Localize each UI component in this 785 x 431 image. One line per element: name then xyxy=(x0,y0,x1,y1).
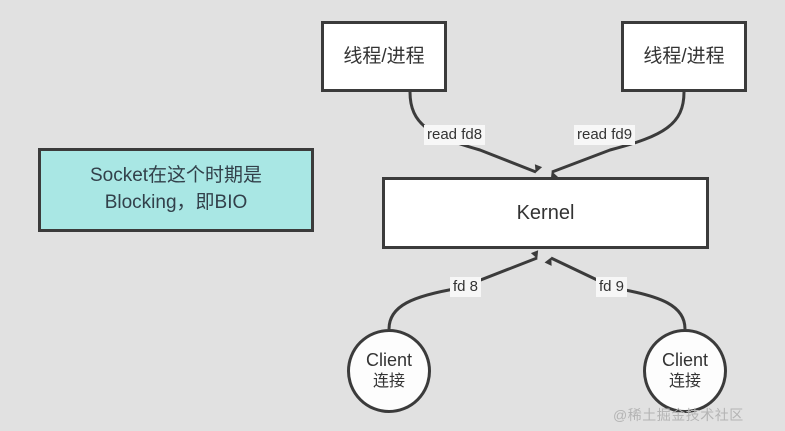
blocking-note-text: Socket在这个时期是 Blocking，即BIO xyxy=(90,163,262,217)
blocking-note-line-2: Blocking，即BIO xyxy=(104,192,248,213)
blocking-note-box: Socket在这个时期是 Blocking，即BIO xyxy=(38,148,314,232)
client-node-left[interactable]: Client 连接 xyxy=(347,329,431,413)
client-node-right[interactable]: Client 连接 xyxy=(643,329,727,413)
client-node-right-label-en: Client xyxy=(661,350,709,371)
blocking-note-line-1: Socket在这个时期是 xyxy=(89,165,263,187)
kernel-node-label: Kernel xyxy=(516,201,575,224)
client-node-left-label-cn: 连接 xyxy=(372,373,405,391)
process-node-right[interactable]: 线程/进程 xyxy=(621,21,747,92)
client-node-right-label-cn: 连接 xyxy=(668,373,701,391)
edge-label-read-fd8: read fd8 xyxy=(424,125,486,145)
process-node-left[interactable]: 线程/进程 xyxy=(321,21,447,92)
edge-label-read-fd9: read fd9 xyxy=(574,125,636,145)
watermark: @稀土掘金技术社区 xyxy=(613,407,744,423)
connector-read-fd9 xyxy=(550,91,686,180)
client-node-left-label-en: Client xyxy=(365,350,413,371)
process-node-left-label: 线程/进程 xyxy=(343,45,425,67)
process-node-right-label: 线程/进程 xyxy=(643,45,725,67)
edge-label-fd8: fd 8 xyxy=(450,277,482,297)
edge-label-fd9: fd 9 xyxy=(596,277,628,297)
kernel-node[interactable]: Kernel xyxy=(382,177,709,249)
